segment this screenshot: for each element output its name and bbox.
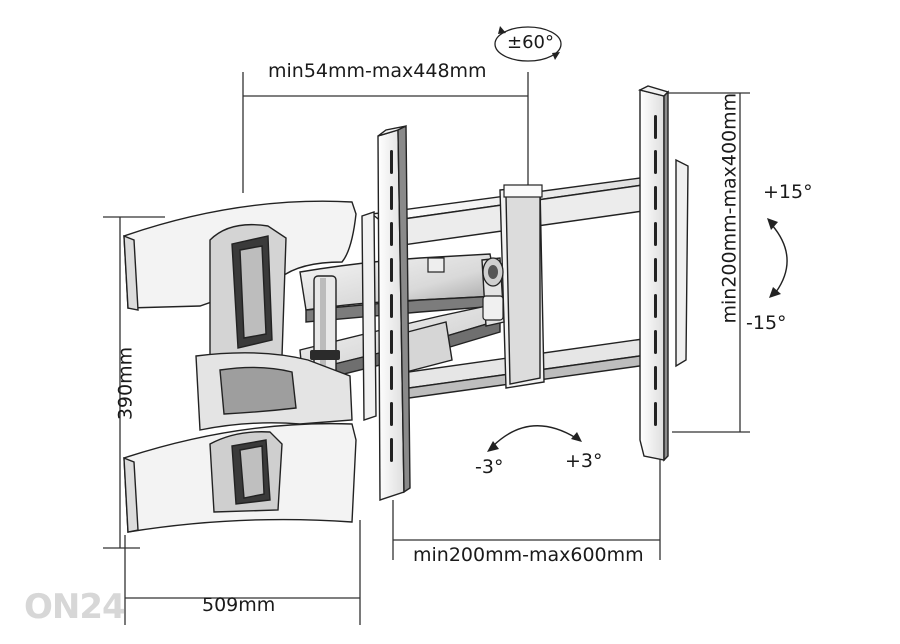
depth-range-label: min54mm-max448mm bbox=[268, 60, 487, 82]
width-label: 509mm bbox=[202, 594, 276, 616]
vesa-vertical-dimension-lines bbox=[660, 92, 750, 433]
vesa-horizontal-label: min200mm-max600mm bbox=[413, 544, 644, 566]
wall-plate-center bbox=[195, 352, 353, 431]
center-slider-block bbox=[499, 184, 545, 389]
watermark-logo: ON24 bbox=[24, 587, 126, 627]
swivel-angle-label: ±60° bbox=[507, 32, 554, 53]
depth-dimension-lines bbox=[242, 72, 529, 193]
level-plus-label: +3° bbox=[565, 450, 603, 472]
swivel-rotation-arrow bbox=[494, 26, 562, 62]
tv-bracket-left bbox=[361, 124, 411, 501]
tilt-rotation-arrow bbox=[767, 218, 788, 298]
level-rotation-arrow bbox=[487, 425, 582, 452]
level-minus-label: -3° bbox=[475, 456, 504, 478]
tilt-up-label: +15° bbox=[763, 181, 813, 203]
tilt-down-label: -15° bbox=[746, 312, 787, 334]
pivot-hub bbox=[481, 257, 505, 327]
vesa-vertical-label: min200mm-max400mm bbox=[718, 92, 741, 324]
wall-plate-upper-arm bbox=[123, 200, 357, 361]
height-dimension-lines bbox=[103, 216, 165, 549]
vesa-horizontal-dimension-lines bbox=[392, 455, 661, 560]
wall-plate-lower-arm bbox=[123, 422, 357, 533]
height-label: 390mm bbox=[114, 346, 137, 421]
tv-bracket-right bbox=[637, 85, 689, 462]
width-dimension-lines bbox=[124, 520, 361, 625]
